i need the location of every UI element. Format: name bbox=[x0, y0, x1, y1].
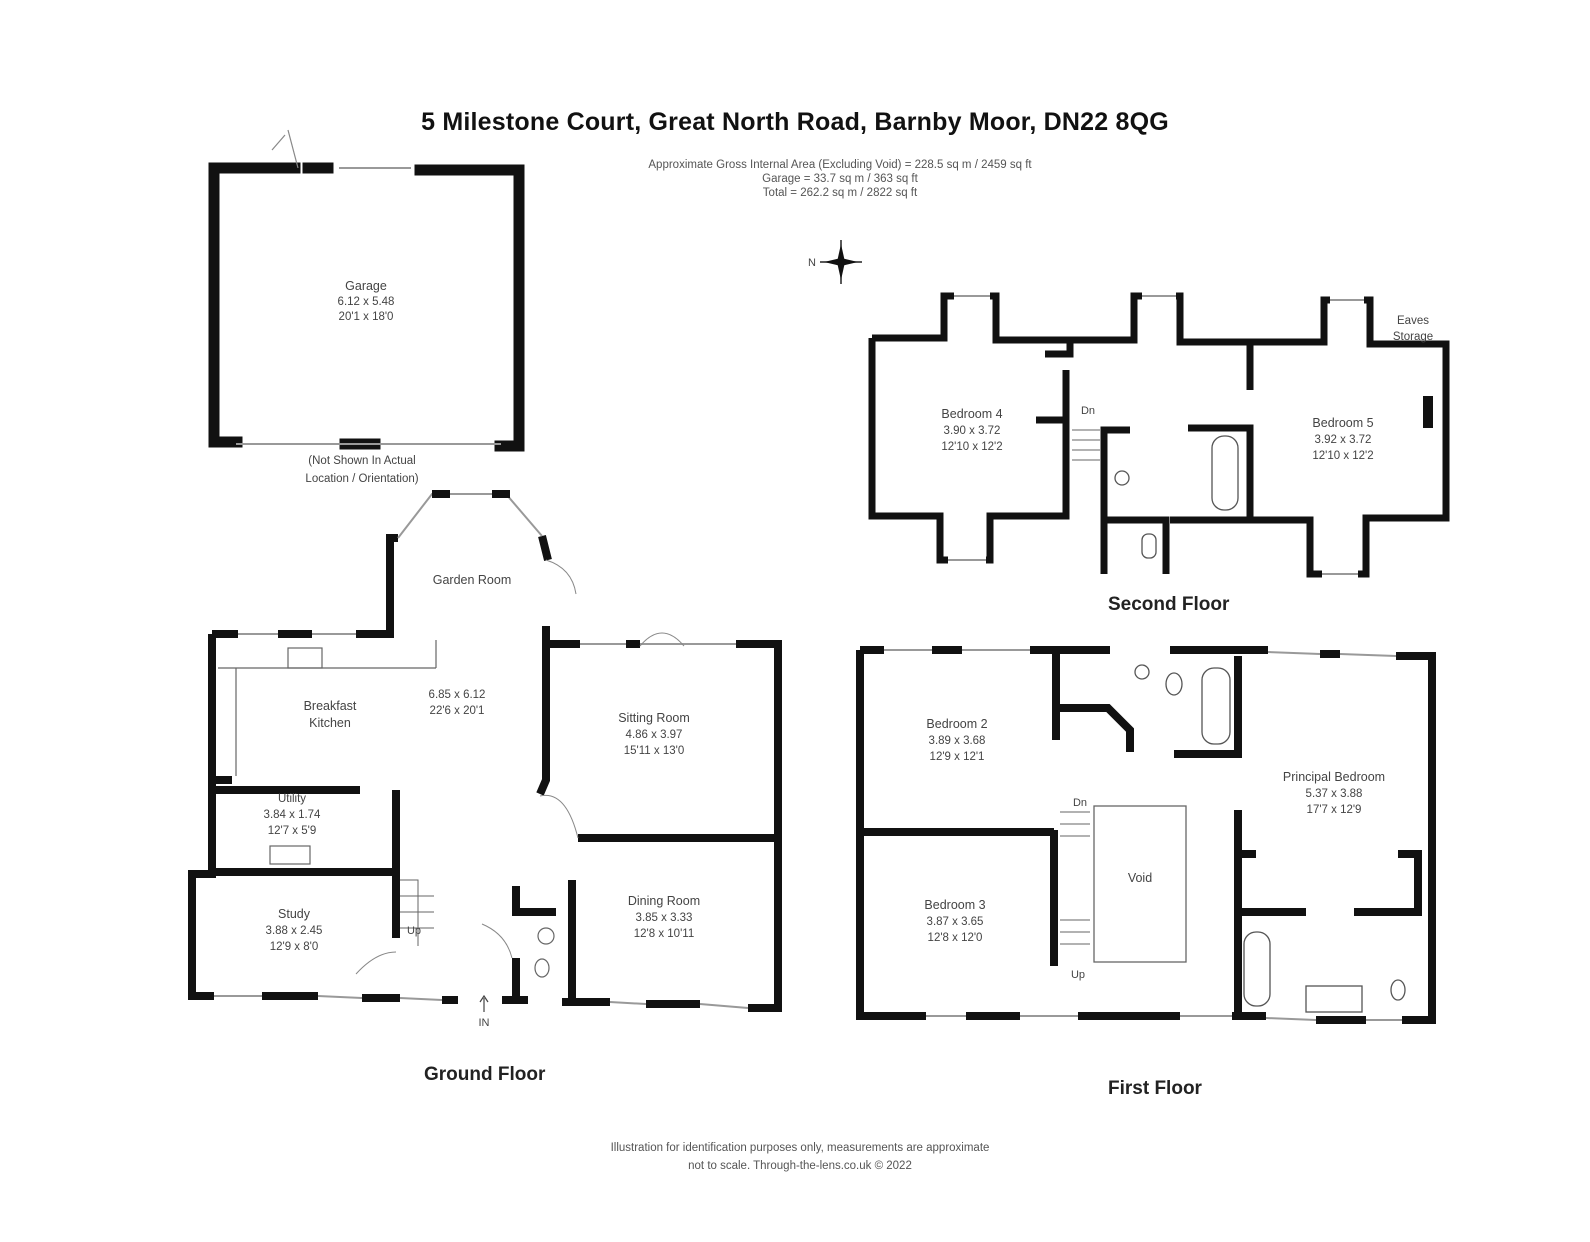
garden-room-name: Garden Room bbox=[433, 573, 512, 587]
dining-room-name: Dining Room bbox=[628, 894, 700, 908]
first-floor-windows bbox=[884, 649, 1402, 1021]
dining-room-size-metric: 3.85 x 3.33 bbox=[636, 912, 693, 924]
study-size-imperial: 12'9 x 8'0 bbox=[270, 941, 319, 953]
sitting-room-name: Sitting Room bbox=[618, 711, 690, 725]
sitting-room-size-imperial: 15'11 x 13'0 bbox=[624, 745, 684, 757]
breakfast-kitchen-size-metric: 6.85 x 6.12 bbox=[429, 689, 486, 701]
sitting-room-size-metric: 4.86 x 3.97 bbox=[626, 729, 683, 741]
ground-floor-stairs-up: Up bbox=[407, 925, 421, 937]
first-floor-stairs-down: Dn bbox=[1073, 797, 1087, 809]
garage-size-imperial: 20'1 x 18'0 bbox=[339, 311, 394, 323]
bedroom-2-size-imperial: 12'9 x 12'1 bbox=[930, 751, 985, 763]
breakfast-kitchen-name-line1: Breakfast bbox=[304, 699, 357, 713]
bedroom-4-size-imperial: 12'10 x 12'2 bbox=[941, 441, 1002, 453]
principal-bedroom-name: Principal Bedroom bbox=[1283, 770, 1385, 784]
kitchen-fittings-icon bbox=[218, 640, 555, 978]
plan-title: 5 Milestone Court, Great North Road, Bar… bbox=[421, 108, 1169, 136]
second-floor-windows bbox=[948, 295, 1364, 575]
eaves-storage-line1: Eaves bbox=[1397, 315, 1429, 327]
utility-name: Utility bbox=[278, 793, 306, 805]
bedroom-4-size-metric: 3.90 x 3.72 bbox=[944, 425, 1001, 437]
footer-disclaimer-line2: not to scale. Through-the-lens.co.uk © 2… bbox=[688, 1160, 912, 1172]
principal-bedroom-size-metric: 5.37 x 3.88 bbox=[1306, 788, 1363, 800]
bedroom-3-size-imperial: 12'8 x 12'0 bbox=[928, 932, 983, 944]
garage-name: Garage bbox=[345, 279, 387, 293]
first-floor-stairs-up: Up bbox=[1071, 969, 1085, 981]
principal-bedroom-size-imperial: 17'7 x 12'9 bbox=[1307, 804, 1362, 816]
entrance-label: IN bbox=[479, 1017, 490, 1029]
second-floor-stairs-down: Dn bbox=[1081, 405, 1095, 417]
ground-floor-label: Ground Floor bbox=[424, 1064, 546, 1085]
bedroom-2-size-metric: 3.89 x 3.68 bbox=[929, 735, 986, 747]
ground-floor-doors-icon bbox=[355, 559, 685, 975]
first-floor-plan bbox=[856, 646, 1436, 1024]
garage-note-line1: (Not Shown In Actual bbox=[308, 455, 415, 467]
bedroom-3-name: Bedroom 3 bbox=[924, 898, 985, 912]
bath-icon bbox=[1114, 435, 1239, 559]
ground-floor-stairs-icon bbox=[400, 879, 434, 946]
bedroom-5-size-imperial: 12'10 x 12'2 bbox=[1312, 450, 1373, 462]
area-grand-total: Total = 262.2 sq m / 2822 sq ft bbox=[762, 187, 918, 199]
first-floor-stairs-icon bbox=[1060, 811, 1090, 945]
garage-size-metric: 6.12 x 5.48 bbox=[338, 296, 395, 308]
area-total-internal: Approximate Gross Internal Area (Excludi… bbox=[648, 159, 1032, 171]
garage-plan bbox=[208, 162, 525, 452]
entrance-arrow-icon bbox=[479, 994, 489, 1012]
breakfast-kitchen-size-imperial: 22'6 x 20'1 bbox=[430, 705, 485, 717]
ground-floor-plan bbox=[188, 490, 782, 1012]
dining-room-size-imperial: 12'8 x 10'11 bbox=[634, 928, 694, 940]
utility-size-imperial: 12'7 x 5'9 bbox=[268, 825, 317, 837]
bedroom-5-size-metric: 3.92 x 3.72 bbox=[1315, 434, 1372, 446]
ground-floor-windows bbox=[214, 493, 749, 1009]
second-floor-stairs-icon bbox=[1072, 429, 1100, 461]
bedroom-3-size-metric: 3.87 x 3.65 bbox=[927, 916, 984, 928]
area-garage: Garage = 33.7 sq m / 363 sq ft bbox=[762, 173, 918, 185]
garage-door-icon bbox=[271, 129, 299, 169]
study-name: Study bbox=[278, 907, 311, 921]
bedroom-4-name: Bedroom 4 bbox=[941, 407, 1002, 421]
second-floor-plan bbox=[868, 292, 1450, 578]
first-floor-label: First Floor bbox=[1108, 1078, 1202, 1099]
bedroom-5-name: Bedroom 5 bbox=[1312, 416, 1373, 430]
study-size-metric: 3.88 x 2.45 bbox=[266, 925, 323, 937]
compass-rose-icon: N bbox=[808, 240, 862, 284]
void-label: Void bbox=[1128, 871, 1152, 885]
compass-north-label: N bbox=[808, 257, 816, 269]
garage-note-line2: Location / Orientation) bbox=[305, 473, 418, 485]
breakfast-kitchen-name-line2: Kitchen bbox=[309, 716, 351, 730]
first-floor-sanitaryware-icon bbox=[1134, 664, 1406, 1013]
bedroom-2-name: Bedroom 2 bbox=[926, 717, 987, 731]
utility-size-metric: 3.84 x 1.74 bbox=[264, 809, 322, 821]
eaves-storage-line2: Storage bbox=[1393, 331, 1433, 343]
second-floor-label: Second Floor bbox=[1108, 594, 1230, 615]
footer-disclaimer-line1: Illustration for identification purposes… bbox=[610, 1142, 990, 1154]
void-outline bbox=[1093, 805, 1187, 963]
